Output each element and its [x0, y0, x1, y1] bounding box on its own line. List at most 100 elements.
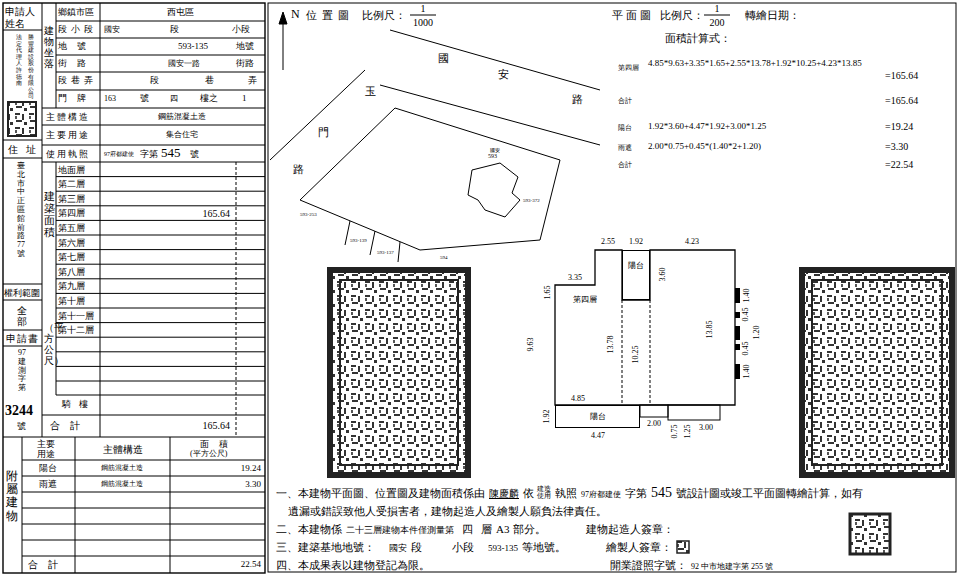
field-label: 申請人姓名 — [5, 6, 39, 29]
field-label: 地號 — [236, 41, 254, 51]
field-label: 19.24 — [241, 463, 261, 473]
field-label: （平方公尺） — [44, 322, 54, 366]
field-label: 騎樓 — [62, 399, 96, 409]
field-label: 593-135 — [178, 41, 208, 51]
field-label: 594 — [440, 255, 448, 261]
balcony-box: 陽台 — [555, 405, 640, 428]
lot-boundary — [300, 108, 560, 262]
field-label: 鄉鎮市區 — [58, 7, 94, 17]
dimension-label: 1.25 — [683, 425, 692, 439]
field-label: 2.00 — [647, 419, 661, 428]
floor-area: 第四層 — [572, 294, 598, 305]
field-label: 主體構造 — [103, 444, 143, 456]
table-grid — [3, 3, 265, 573]
field-label: 門 — [318, 126, 329, 139]
field-label: 勝豐建設股份有限公司 — [28, 34, 34, 100]
north-arrow-head — [279, 12, 287, 24]
dimension-label: 0.45 — [741, 308, 750, 322]
field-label: 集合住宅 — [166, 130, 198, 139]
field-label: 3.30 — [245, 479, 261, 489]
note-line: 四、本成果表以建物登記為限。開業證照字號：92 中市地建字第 255 號 — [272, 556, 773, 574]
field-label: 合計 — [50, 420, 90, 432]
field-label: 鋼筋混凝土造 — [158, 112, 206, 121]
form-border — [3, 3, 265, 573]
field-label: 路 — [572, 93, 583, 106]
field-label: 主要用途 — [46, 130, 90, 140]
field-label: 165.64 — [203, 208, 231, 220]
field-label: 主要用途 — [37, 439, 57, 460]
field-label: =3.30 — [885, 141, 908, 153]
field-label: 國 — [438, 52, 449, 65]
field-label: 4.23 — [685, 237, 699, 246]
note-text: 遺漏或錯誤致他人受損害者，建物起造人及繪製人願負法律責任。 — [288, 505, 607, 517]
field-label: 3.35 — [568, 273, 582, 282]
field-label: 第十二層 — [58, 325, 94, 335]
field-label: 西屯區 — [167, 7, 194, 17]
dimension-label: 1.20 — [752, 326, 761, 340]
drafter-seal — [676, 540, 690, 554]
canopy-box — [668, 405, 720, 420]
seal-stamp-inner — [812, 280, 942, 465]
field-label: =165.64 — [885, 70, 918, 82]
window-mark — [735, 312, 740, 318]
drawing-frame — [268, 3, 956, 572]
note-text: 開業證照字號： — [610, 559, 687, 571]
note-text: 545 — [651, 485, 672, 500]
note-text: 97府都建使 — [581, 490, 621, 499]
field-label: 97建測字第 — [18, 349, 26, 393]
field-label: 國安 — [104, 25, 120, 34]
note-text: 建造 — [537, 486, 551, 493]
field-label: 第九層 — [58, 281, 85, 291]
floor-plan-outline — [555, 250, 735, 405]
note-text: 執照 — [555, 487, 577, 499]
canopy-box — [640, 405, 668, 417]
field-label: (平方公尺) — [190, 449, 227, 458]
field-label: =22.54 — [885, 159, 913, 171]
surveyor-seal — [850, 514, 890, 554]
field-label: 建物坐落 — [44, 25, 54, 69]
field-label: 97府都建使 — [104, 151, 134, 158]
field-label: 建築面積 — [44, 190, 55, 238]
seal-stamp-inner — [340, 280, 458, 465]
dimension-label: 1.40 — [742, 289, 751, 303]
field-label: 593 — [488, 153, 497, 160]
field-label: 第三層 — [58, 194, 85, 204]
field-label: 鋼筋混凝土造 — [101, 464, 143, 472]
road-lines — [270, 30, 600, 160]
field-label: 法定代理人許德南 — [16, 34, 22, 87]
field-label: 全部 — [17, 305, 27, 327]
window-mark — [735, 364, 740, 379]
field-label: 1 — [242, 93, 247, 103]
field-label: 弄 — [248, 75, 257, 85]
field-label: 合計 — [618, 97, 632, 105]
drafter-seal-box — [677, 541, 689, 553]
field-label: 4.47 — [591, 431, 605, 440]
field-label: 使用執照 — [46, 149, 90, 159]
field-label: 安 — [498, 68, 509, 81]
field-label: 位置圖 — [306, 9, 354, 22]
window-mark — [735, 344, 740, 350]
field-label: 玉 — [365, 85, 376, 98]
note-text: 小段 — [452, 541, 474, 553]
note-text: 部分。 — [513, 523, 546, 535]
field-label: 第六層 — [58, 238, 85, 248]
field-label: 樓之 — [200, 93, 218, 103]
field-label: 合計 — [28, 559, 68, 571]
dimension-label: 1.65 — [543, 286, 552, 300]
field-label: 國安 — [490, 148, 500, 154]
field-label: 第七層 — [58, 252, 85, 262]
field-label: 門牌 — [58, 93, 96, 103]
note-text: 二、本建物係 — [276, 523, 342, 535]
field-label: 雨遮 — [39, 479, 57, 489]
note-text: 593-135 — [488, 543, 518, 553]
note-text: 依 — [523, 487, 534, 499]
note-text: 二十三層建物本件僅測量第 — [346, 525, 454, 535]
note-text: 國安 — [389, 543, 407, 553]
dimension-label: 13.78 — [606, 336, 615, 354]
field-label: 號 — [190, 149, 199, 159]
note-line: 三、建築基地地號：國安段小段593-135等地號。繪製人簽章： — [272, 538, 690, 556]
field-label: 比例尺： — [660, 9, 704, 22]
field-label: 4.85*9.63+3.35*1.65+2.55*13.78+1.92*10.2… — [648, 58, 870, 68]
note-text: 字第 — [625, 487, 647, 499]
field-label: 主體構造 — [46, 112, 90, 122]
